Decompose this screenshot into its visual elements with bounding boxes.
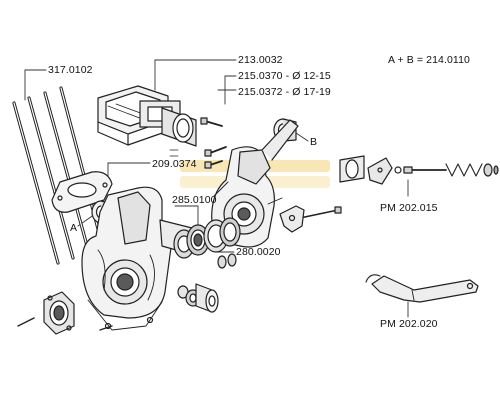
studs-317 [12, 86, 105, 265]
label-pm-202-015: PM 202.015 [380, 202, 438, 214]
intake-flange [43, 291, 75, 335]
label-215-a: 215.0370 - Ø 12-15 [238, 70, 331, 82]
leader-b [295, 132, 309, 142]
label-317: 317.0102 [48, 64, 93, 76]
label-213: 213.0032 [238, 54, 283, 66]
bearings [173, 217, 241, 269]
label-285: 285.0100 [172, 194, 217, 206]
label-a: A [70, 222, 78, 234]
label-pm-202-020: PM 202.020 [380, 318, 438, 330]
label-209: 209.0374 [152, 158, 197, 170]
label-b: B [310, 136, 318, 148]
lever-pm-202-020 [365, 274, 479, 303]
assembly-pm-202-015 [339, 155, 499, 185]
spacer-parts [177, 283, 219, 313]
bracket [279, 205, 305, 233]
manifold-215 [161, 107, 197, 157]
label-a-plus-b: A + B = 214.0110 [388, 54, 470, 66]
label-280: 280.0020 [236, 246, 281, 258]
label-215-b: 215.0372 - Ø 17-19 [238, 86, 331, 98]
